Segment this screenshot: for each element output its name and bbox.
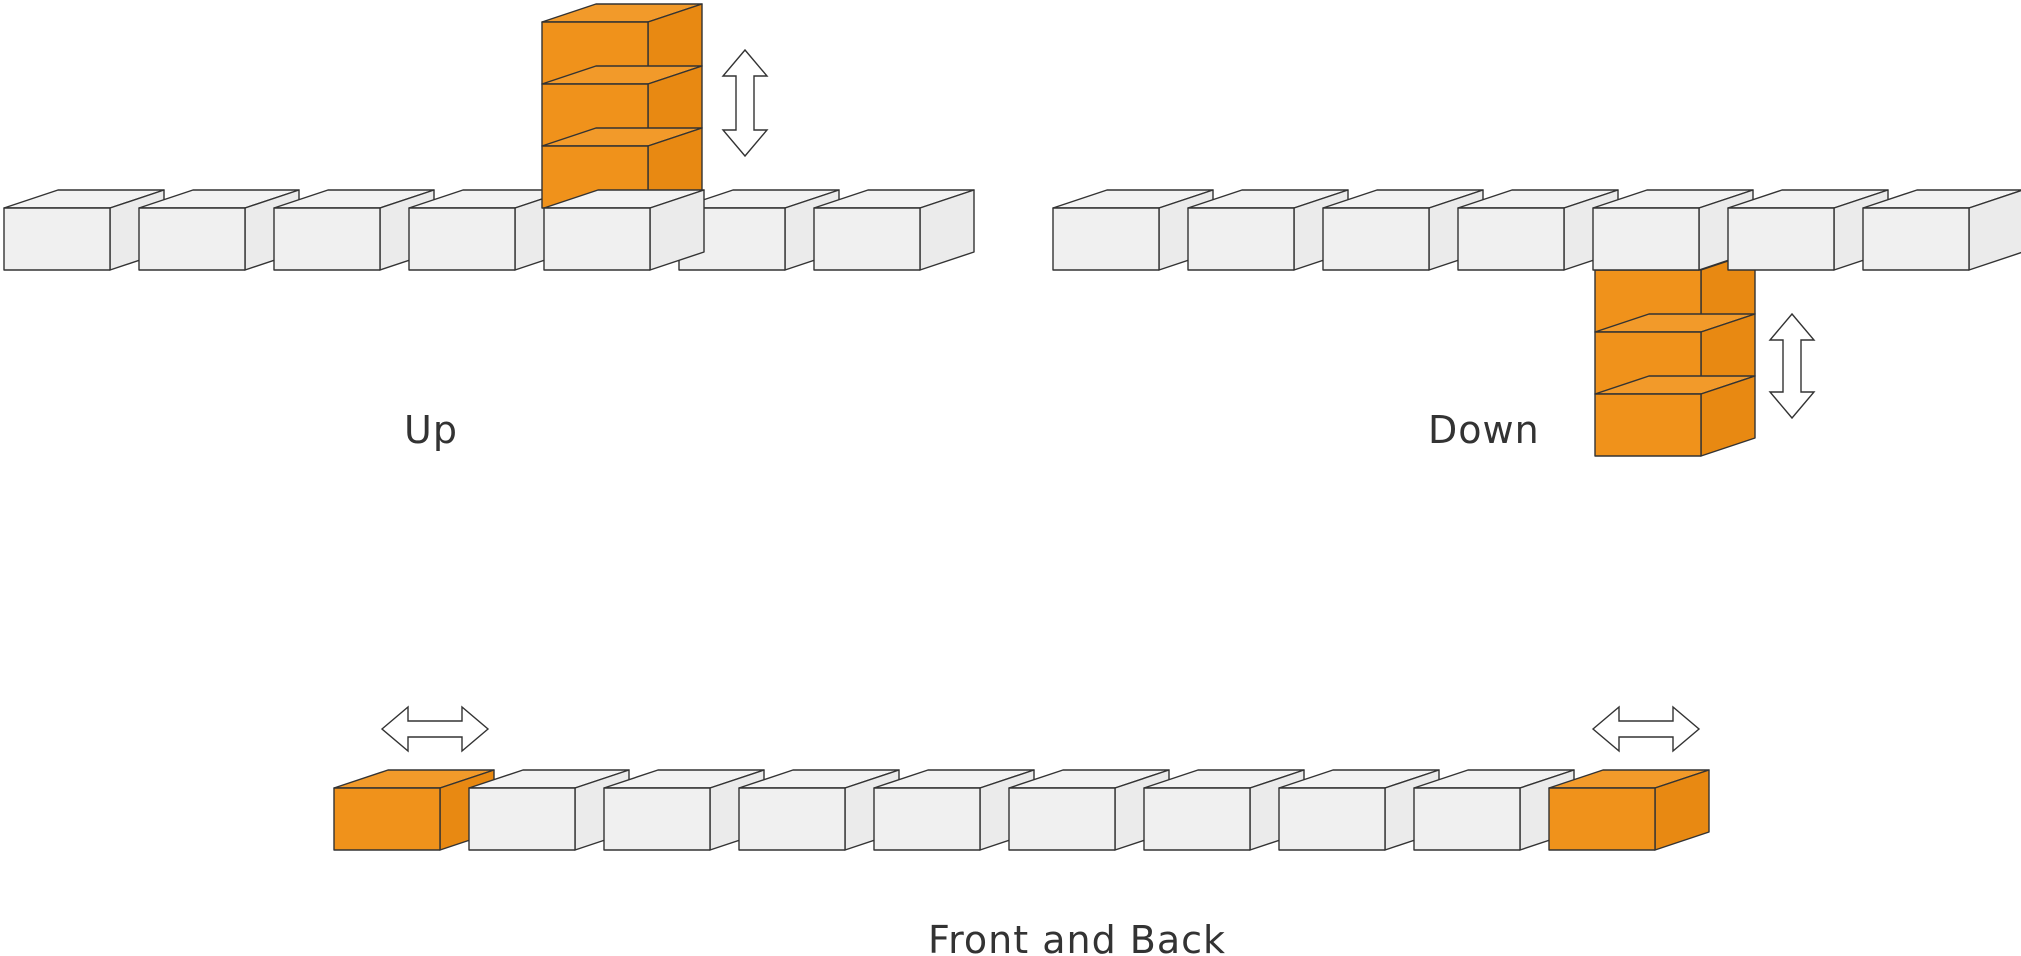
down-panel xyxy=(1052,189,2021,457)
up-row-block-1-front xyxy=(3,207,111,271)
fb-row-block-2-front xyxy=(468,787,576,851)
down-row-block-3-front xyxy=(1322,207,1430,271)
back-left-right-arrow-icon xyxy=(1591,705,1701,753)
fb-row-block-10-front xyxy=(1548,787,1656,851)
up-row-block-4-front xyxy=(408,207,516,271)
down-label: Down xyxy=(1428,408,1540,452)
down-row-block-4 xyxy=(1457,189,1619,271)
up-row-block-2-front xyxy=(138,207,246,271)
down-row-block-6-front xyxy=(1727,207,1835,271)
down-row-block-5-front xyxy=(1592,207,1700,271)
front-back-panel xyxy=(333,705,1710,851)
up-row-block-7 xyxy=(813,189,975,271)
fb-row-block-6-front xyxy=(1008,787,1116,851)
fb-row-block-10 xyxy=(1548,769,1710,851)
down-up-arrow-icon xyxy=(1768,312,1816,420)
up-label: Up xyxy=(404,408,458,452)
down-row-block-4-front xyxy=(1457,207,1565,271)
down-row-block-7-front xyxy=(1862,207,1970,271)
up-row-block-7-front xyxy=(813,207,921,271)
up-row-block-5-front xyxy=(543,207,651,271)
front-left-right-arrow-icon xyxy=(380,705,490,753)
fb-row-block-8-front xyxy=(1278,787,1386,851)
front-and-back-label: Front and Back xyxy=(928,918,1226,956)
fb-row-block-9-front xyxy=(1413,787,1521,851)
down-stack-block-3 xyxy=(1594,375,1756,457)
down-row-block-1-front xyxy=(1052,207,1160,271)
fb-row-block-1-front xyxy=(333,787,441,851)
up-row-block-5 xyxy=(543,189,705,271)
down-row-block-7 xyxy=(1862,189,2021,271)
down-stack-block-3-front xyxy=(1594,393,1702,457)
fb-row-block-5-front xyxy=(873,787,981,851)
down-row-block-2-front xyxy=(1187,207,1295,271)
fb-row-block-7-front xyxy=(1143,787,1251,851)
up-row-block-3-front xyxy=(273,207,381,271)
up-down-arrow-icon xyxy=(721,48,769,158)
fb-row-block-4-front xyxy=(738,787,846,851)
fb-row-block-3-front xyxy=(603,787,711,851)
up-row-block-1 xyxy=(3,189,165,271)
up-panel xyxy=(3,3,975,271)
